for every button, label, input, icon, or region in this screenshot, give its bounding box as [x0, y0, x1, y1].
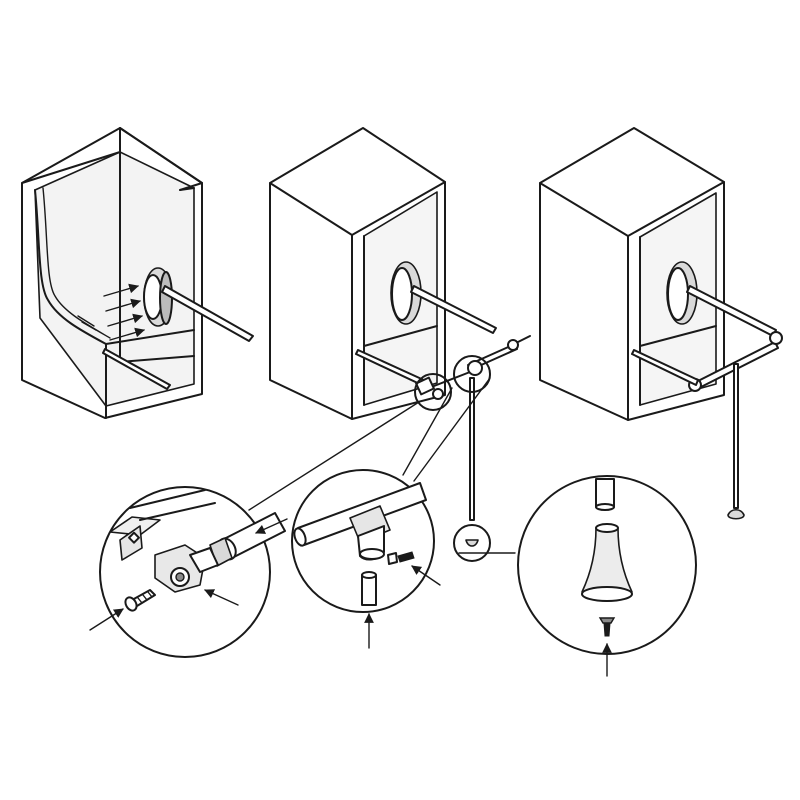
screw-detail-3 [598, 617, 616, 637]
pivot-bracket-3 [666, 261, 698, 325]
pivot-bracket-1 [143, 267, 173, 327]
screw-detail-1 [124, 589, 156, 612]
foot-detail [517, 475, 697, 677]
loose-parts-2 [415, 335, 531, 521]
pivot-bracket-2 [390, 261, 422, 325]
screw-detail-2 [387, 551, 415, 565]
callout-3 [453, 524, 491, 562]
cabinet-step-3 [539, 127, 783, 520]
end-cap-detail [89, 486, 288, 658]
arm-rod-1 [102, 285, 254, 390]
cabinet-step-2 [269, 127, 531, 562]
t-connector-detail [291, 469, 441, 649]
assembled-valet-rod [631, 285, 783, 520]
callout-leaders [248, 377, 516, 554]
callout-2 [453, 355, 491, 393]
callout-1 [414, 373, 452, 411]
cabinet-step-1 [21, 127, 254, 419]
screw-arrows-1 [103, 283, 145, 341]
